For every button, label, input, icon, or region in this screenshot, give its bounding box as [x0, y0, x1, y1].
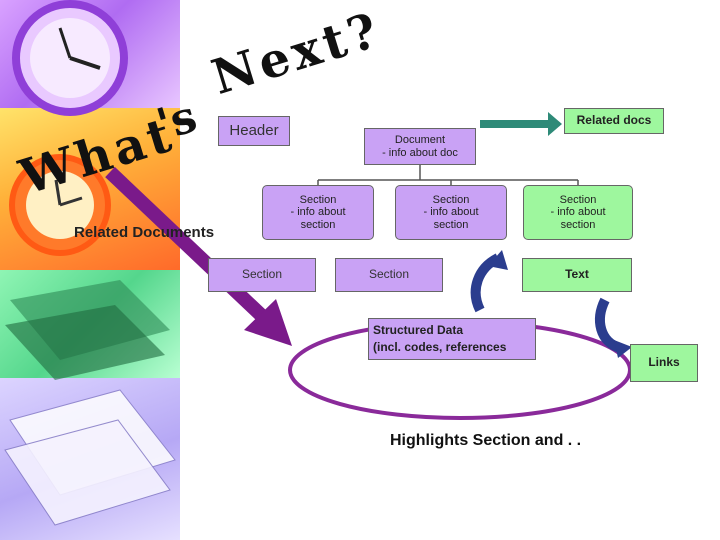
document-box: Document - info about doc	[364, 128, 476, 165]
blue-arrowhead-right	[614, 340, 632, 358]
books-stack-icon	[5, 280, 170, 380]
related-documents-label: Related Documents	[74, 224, 215, 241]
section-3-info-2: section	[560, 218, 596, 231]
purple-diagonal-arrow	[105, 166, 292, 346]
section-2-info-2: section	[433, 218, 469, 231]
section-3-title: Section	[559, 193, 597, 206]
section-2-info: - info about	[423, 206, 479, 219]
section-box-1: Section - info about section	[262, 185, 374, 240]
related-docs-arrow	[480, 112, 562, 136]
links-box: Links	[630, 344, 698, 382]
section-3-info: - info about	[550, 206, 606, 219]
related-docs-box: Related docs	[564, 108, 664, 134]
lower-section-middle: Section	[335, 258, 443, 292]
document-info: - info about doc	[382, 146, 458, 159]
lower-text-box: Text	[522, 258, 632, 292]
section-box-3: Section - info about section	[523, 185, 633, 240]
header-box: Header	[218, 116, 290, 146]
document-title: Document	[394, 133, 446, 146]
section-1-title: Section	[299, 193, 337, 206]
clock-illustrations	[9, 0, 128, 256]
section-2-title: Section	[432, 193, 470, 206]
highlights-label: Highlights Section and . .	[390, 432, 582, 449]
books-illustrations	[4, 280, 176, 526]
section-1-info: - info about	[290, 206, 346, 219]
orange-clock-icon	[9, 154, 111, 256]
lower-section-left: Section	[208, 258, 316, 292]
papers-stack-icon	[4, 389, 176, 526]
blue-curved-arrow-right	[595, 297, 622, 353]
blue-arrowhead-left	[488, 250, 508, 270]
section-1-info-2: section	[300, 218, 336, 231]
section-box-2: Section - info about section	[395, 185, 507, 240]
structured-data-line-1: Structured Data	[373, 323, 464, 337]
tree-connectors	[317, 165, 579, 185]
structured-data-line-2: (incl. codes, references	[373, 340, 507, 354]
purple-clock-icon	[12, 0, 128, 116]
structured-data-box: Structured Data (incl. codes, references	[368, 318, 536, 360]
